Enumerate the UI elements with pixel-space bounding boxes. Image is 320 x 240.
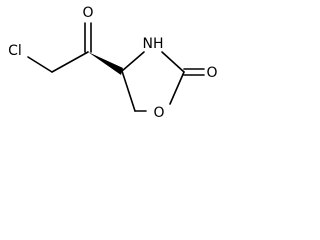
bond-ch2-carbonyl xyxy=(51,51,89,73)
carbonyl-oxygen-label: O xyxy=(206,65,217,81)
bond-c2-ring-o xyxy=(169,71,185,105)
bonds xyxy=(27,22,205,112)
bond-cl-ch2 xyxy=(27,56,53,73)
structure-diagram: Cl O NH O O xyxy=(8,5,217,121)
bond-c4-nh xyxy=(121,51,145,72)
ketone-oxygen-label: O xyxy=(82,5,93,21)
ring-nitrogen-label: NH xyxy=(143,36,164,52)
chlorine-label: Cl xyxy=(8,43,22,59)
bond-c5-c4 xyxy=(121,70,136,112)
wedge-bond xyxy=(88,52,123,75)
bond-nh-c2 xyxy=(161,51,185,73)
ring-oxygen-label: O xyxy=(153,105,164,121)
